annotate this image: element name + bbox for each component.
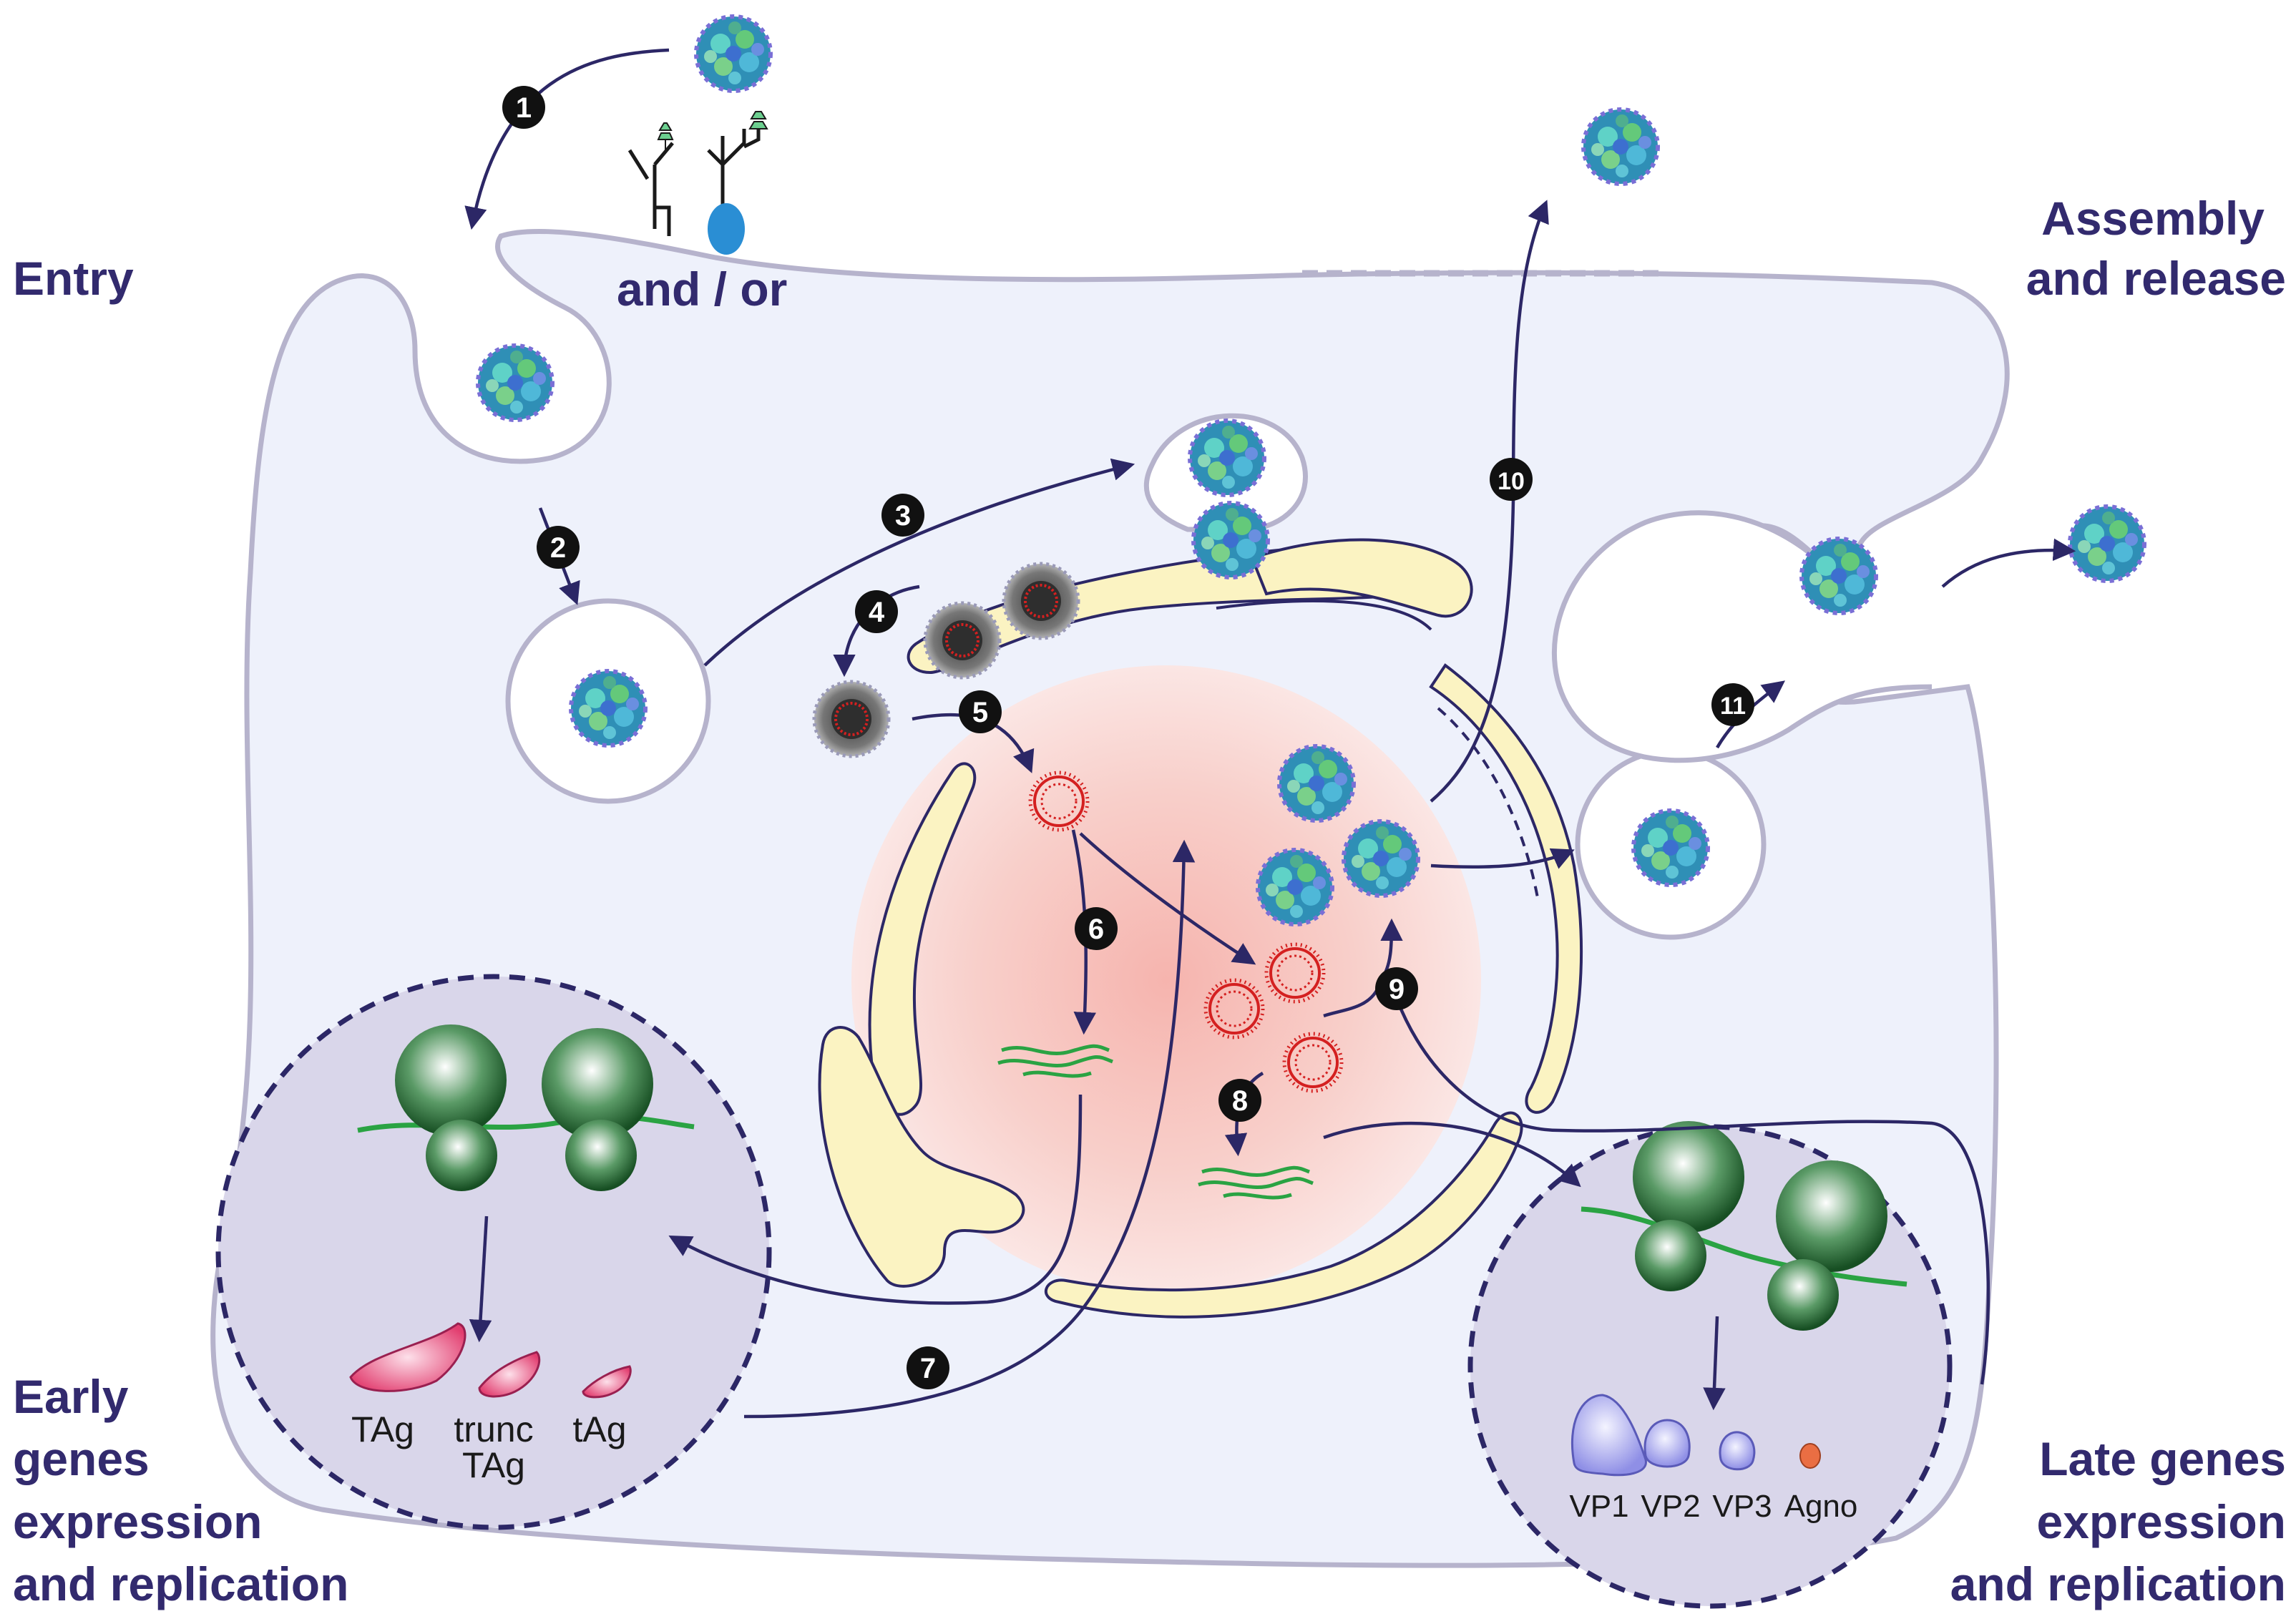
section-labels: Entry and / or Assembly and release Earl… <box>13 192 2286 1610</box>
step-2: 2 <box>537 526 580 569</box>
virion-entry-pit <box>478 346 552 420</box>
label-assembly-2: and release <box>2026 252 2286 305</box>
vp3-protein <box>1719 1431 1756 1471</box>
early-protein-label-small-tag: tAg <box>572 1409 626 1449</box>
step-4: 4 <box>855 590 898 633</box>
release-vesicle <box>1551 510 1933 763</box>
capsid-er-1 <box>925 603 1000 678</box>
trunc-tag-protein <box>478 1351 541 1398</box>
step-8: 8 <box>1218 1079 1261 1122</box>
svg-text:8: 8 <box>1232 1085 1248 1117</box>
svg-text:11: 11 <box>1720 693 1746 720</box>
virion-exit-vesicle <box>1633 811 1708 885</box>
svg-text:9: 9 <box>1389 974 1405 1005</box>
step-11: 11 <box>1711 683 1754 726</box>
virion-nucleus-3 <box>1258 850 1332 924</box>
virion-released-top <box>1583 109 1658 184</box>
virion-release-vesicle <box>1802 539 1876 613</box>
virion-extracellular <box>696 16 771 91</box>
step-3: 3 <box>881 494 924 537</box>
er-dashed-edge <box>1437 707 1540 902</box>
virion-released-right <box>2070 507 2144 581</box>
label-late-2: expression <box>2037 1495 2287 1548</box>
step-10: 10 <box>1490 458 1533 501</box>
svg-text:7: 7 <box>920 1353 936 1384</box>
endoplasmic-reticulum <box>818 538 1583 1319</box>
late-zoom-mrna <box>1581 1206 1907 1287</box>
tag-protein <box>349 1322 466 1392</box>
label-late-3: and replication <box>1950 1557 2286 1610</box>
capsid-cytoplasm <box>814 682 889 756</box>
svg-text:10: 10 <box>1498 468 1525 495</box>
virion-er-1 <box>1190 421 1264 495</box>
late-protein-label-vp1: VP1 <box>1569 1489 1628 1524</box>
late-ribosomes <box>1581 1121 1907 1331</box>
receptors <box>627 111 768 255</box>
small-tag-protein <box>582 1365 632 1399</box>
early-proteins <box>349 1322 632 1399</box>
label-and-or: and / or <box>617 263 787 315</box>
early-protein-label-trunc-tag: TAg <box>462 1445 525 1485</box>
step-7: 7 <box>907 1346 949 1389</box>
label-early-2: genes <box>13 1432 150 1485</box>
label-assembly-1: Assembly <box>2041 192 2265 245</box>
svg-text:3: 3 <box>895 500 911 532</box>
step-5: 5 <box>959 690 1002 733</box>
agno-protein <box>1799 1443 1821 1469</box>
early-ribosomes <box>357 1024 695 1191</box>
virion-nucleus-2 <box>1344 821 1418 896</box>
step-9: 9 <box>1375 967 1418 1010</box>
label-early-4: and replication <box>13 1557 348 1610</box>
capsid-er-2 <box>1004 564 1078 638</box>
late-protein-label-agno: Agno <box>1784 1489 1858 1524</box>
virion-nucleus-1 <box>1279 746 1354 821</box>
late-proteins <box>1570 1394 1821 1477</box>
protein-labels: TAg trunc TAg tAg VP1 VP2 VP3 Agno <box>351 1409 1857 1524</box>
label-early-3: expression <box>13 1495 263 1548</box>
late-protein-label-vp3: VP3 <box>1712 1489 1772 1524</box>
protein-receptor <box>708 203 745 255</box>
label-entry: Entry <box>13 252 134 305</box>
label-early-1: Early <box>13 1370 129 1423</box>
late-protein-label-vp2: VP2 <box>1641 1489 1700 1524</box>
vp1-protein <box>1570 1394 1647 1477</box>
early-protein-label-tag: TAg <box>351 1409 414 1449</box>
svg-text:4: 4 <box>869 597 885 628</box>
step-1: 1 <box>502 86 545 129</box>
svg-text:6: 6 <box>1088 914 1104 945</box>
virion-endosome <box>571 671 645 745</box>
label-late-1: Late genes <box>2039 1432 2286 1485</box>
svg-text:5: 5 <box>972 697 988 728</box>
early-protein-label-trunc: trunc <box>454 1409 533 1449</box>
vp2-protein <box>1643 1419 1691 1468</box>
virion-er-2 <box>1193 503 1268 577</box>
step-6: 6 <box>1075 907 1118 950</box>
step-markers: 1 2 3 4 5 6 7 8 9 10 11 <box>502 86 1754 1389</box>
svg-text:1: 1 <box>516 92 532 124</box>
svg-text:2: 2 <box>550 532 566 564</box>
